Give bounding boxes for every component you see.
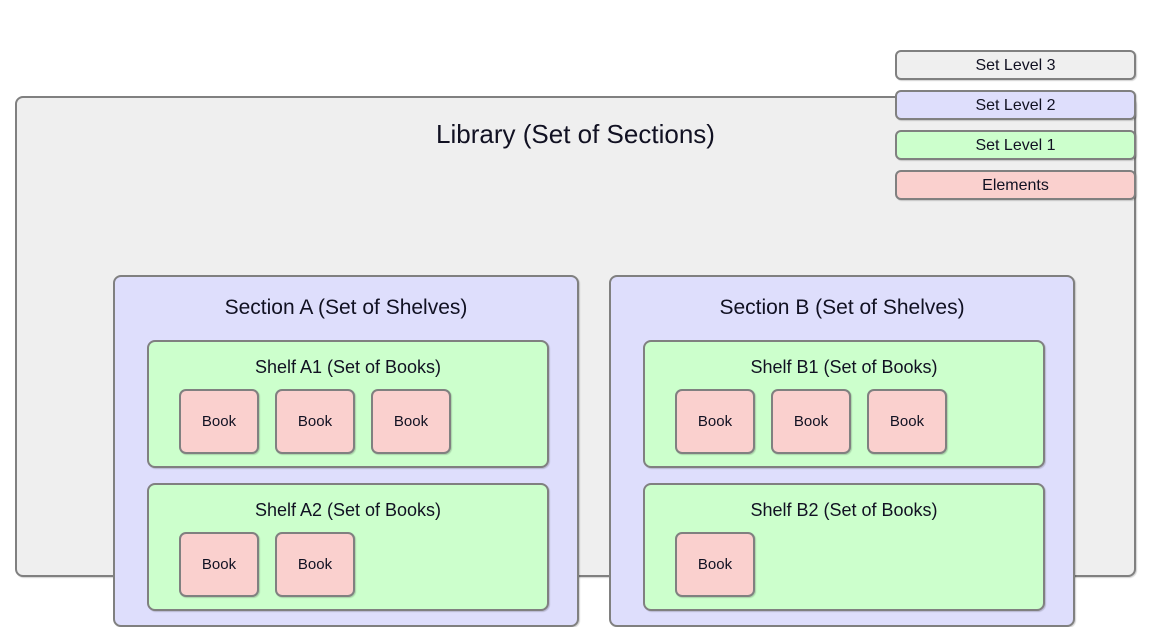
book-item: Book xyxy=(179,389,259,454)
shelf-a2-books-row: Book Book xyxy=(179,532,355,597)
shelf-b1-container: Shelf B1 (Set of Books) Book Book Book xyxy=(643,340,1045,468)
section-a-container: Section A (Set of Shelves) Shelf A1 (Set… xyxy=(113,275,579,627)
shelf-a2-title: Shelf A2 (Set of Books) xyxy=(254,500,442,520)
shelf-a1-title: Shelf A1 (Set of Books) xyxy=(254,357,442,377)
shelf-b1-books-row: Book Book Book xyxy=(675,389,947,454)
shelf-b2-books-row: Book xyxy=(675,532,755,597)
legend-item-elements: Elements xyxy=(895,170,1136,200)
shelf-a1-container: Shelf A1 (Set of Books) Book Book Book xyxy=(147,340,549,468)
section-b-container: Section B (Set of Shelves) Shelf B1 (Set… xyxy=(609,275,1075,627)
section-b-title: Section B (Set of Shelves) xyxy=(719,296,965,319)
book-item: Book xyxy=(675,389,755,454)
book-item: Book xyxy=(371,389,451,454)
section-a-title: Section A (Set of Shelves) xyxy=(224,296,468,319)
library-title: Library (Set of Sections) xyxy=(436,119,715,149)
shelf-b2-title: Shelf B2 (Set of Books) xyxy=(750,500,938,520)
diagram-canvas: Library (Set of Sections) Section A (Set… xyxy=(15,50,1136,627)
book-item: Book xyxy=(867,389,947,454)
book-item: Book xyxy=(275,389,355,454)
book-item: Book xyxy=(275,532,355,597)
shelf-b2-container: Shelf B2 (Set of Books) Book xyxy=(643,483,1045,611)
book-item: Book xyxy=(771,389,851,454)
legend-item-set-level-1: Set Level 1 xyxy=(895,130,1136,160)
legend-item-set-level-2: Set Level 2 xyxy=(895,90,1136,120)
shelf-a1-books-row: Book Book Book xyxy=(179,389,451,454)
book-item: Book xyxy=(675,532,755,597)
shelf-b1-title: Shelf B1 (Set of Books) xyxy=(750,357,938,377)
legend-item-set-level-3: Set Level 3 xyxy=(895,50,1136,80)
library-container: Library (Set of Sections) Section A (Set… xyxy=(15,96,1136,627)
shelf-a2-container: Shelf A2 (Set of Books) Book Book xyxy=(147,483,549,611)
book-item: Book xyxy=(179,532,259,597)
